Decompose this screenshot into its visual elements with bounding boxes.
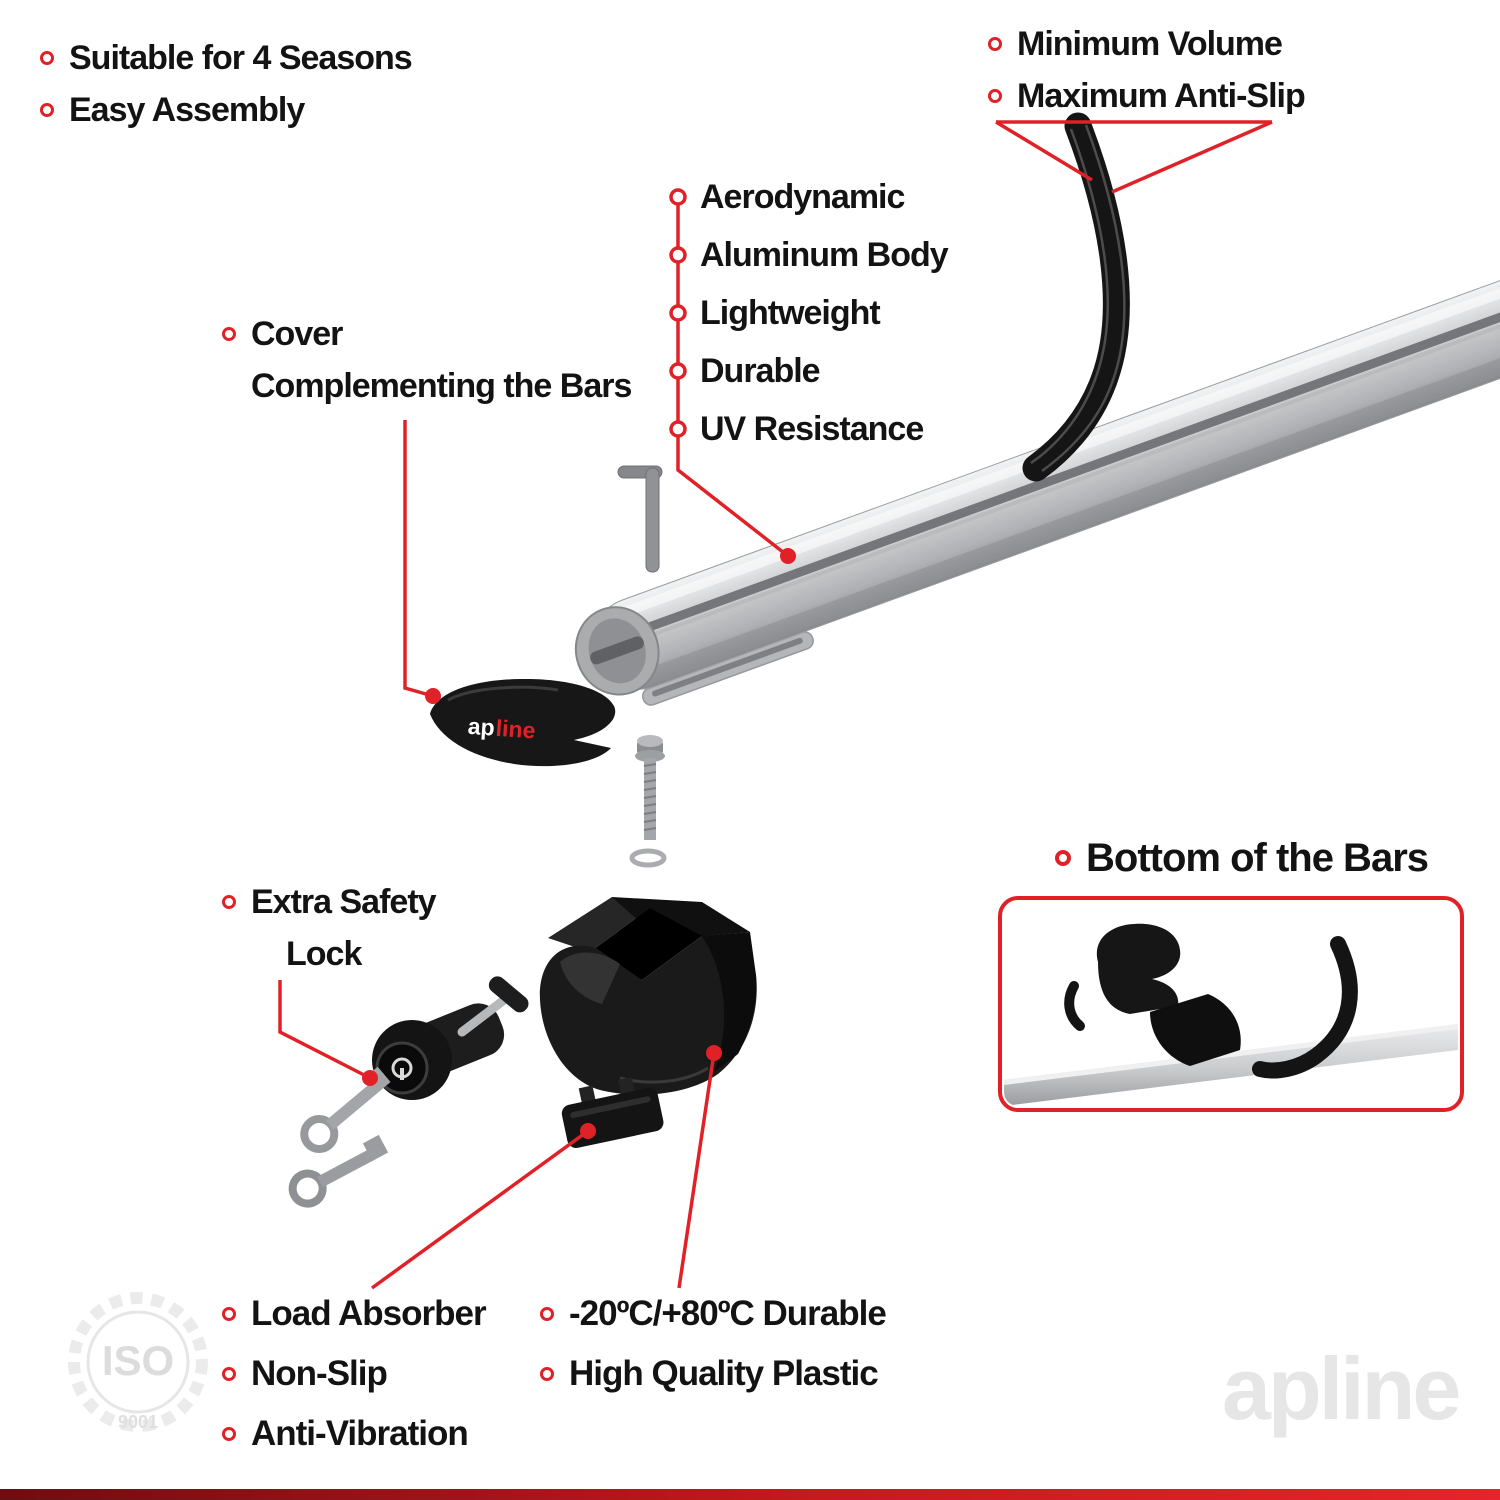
cover-logo-line: line [495, 715, 536, 744]
note-label: Lock [286, 935, 362, 973]
lock-note-line2: Lock [286, 932, 436, 976]
bullet-icon [222, 895, 236, 909]
note-label: Bottom of the Bars [1086, 836, 1429, 880]
feature-bullets [669, 188, 687, 438]
keys-icon [288, 1066, 391, 1208]
leader-lines [278, 120, 1273, 1290]
inset-strip-left [1064, 981, 1085, 1031]
lock-note-line1: Extra Safety [222, 880, 437, 924]
iso-9001-stamp: ISO 9001 [68, 1292, 208, 1432]
bar-lower-shade [620, 296, 1500, 691]
note-label: Load Absorber [251, 1294, 487, 1333]
bar-feature-list: Aerodynamic Aluminum Body Lightweight Du… [700, 168, 949, 458]
feature-item: Aerodynamic [700, 168, 948, 226]
bar-bottom-slot [652, 637, 803, 697]
bullet-icon [1055, 850, 1071, 866]
allen-key-icon [617, 465, 663, 573]
watermark-line: line [1318, 1339, 1462, 1438]
brand-watermark: apline [1222, 1338, 1462, 1440]
lock-handle [488, 976, 529, 1013]
bullet-icon [222, 1367, 236, 1381]
inset-clamp-hook [1150, 994, 1241, 1066]
note-minimum-volume: Minimum Volume [988, 22, 1305, 66]
note-label: Extra Safety [251, 883, 437, 921]
feature-item: Durable [700, 342, 948, 400]
bullet-icon [540, 1367, 554, 1381]
inset-bar-highlight [1004, 1024, 1458, 1085]
note-label: -20ºC/+80ºC Durable [569, 1294, 887, 1333]
bullet-icon [988, 37, 1002, 51]
inset-rubber-strip [1252, 936, 1358, 1079]
feature-label: UV Resistance [700, 409, 924, 448]
bottom-accent-strip [0, 1489, 1500, 1500]
note-label: Suitable for 4 Seasons [69, 39, 413, 77]
cover-note: Cover Complementing the Bars [222, 312, 632, 408]
bullet-icon [40, 51, 54, 65]
cover-note-line2: Complementing the Bars [251, 364, 632, 408]
mounting-foot [539, 897, 757, 1095]
safety-lock-note: Extra Safety Lock [222, 880, 437, 976]
feature-item: UV Resistance [700, 400, 948, 458]
note-four-seasons: Suitable for 4 Seasons [40, 36, 413, 80]
inset-clamp-head [1096, 923, 1181, 1014]
inset-bottom-of-bars [998, 896, 1464, 1112]
note-label: Complementing the Bars [251, 367, 632, 405]
note-maximum-antislip: Maximum Anti-Slip [988, 74, 1306, 118]
safety-lock [372, 976, 529, 1100]
note-non-slip: Non-Slip [222, 1352, 486, 1396]
note-label: Maximum Anti-Slip [1017, 77, 1306, 115]
bottom-left-notes: Load Absorber Non-Slip Anti-Vibration [222, 1292, 487, 1456]
bar-slot [626, 254, 1500, 639]
bolt-icon [635, 735, 665, 840]
bar-slot-edge [628, 263, 1500, 646]
note-anti-vibration: Anti-Vibration [222, 1412, 486, 1456]
bottom-mid-notes: -20ºC/+80ºC Durable High Quality Plastic [540, 1292, 887, 1396]
note-label: Non-Slip [251, 1354, 388, 1393]
feature-label: Lightweight [700, 293, 881, 332]
leader-dots [362, 548, 796, 1139]
top-right-notes: Minimum Volume Maximum Anti-Slip [988, 22, 1306, 118]
feature-item: Aluminum Body [700, 226, 949, 284]
iso-number-text: 9001 [118, 1412, 158, 1432]
aluminum-bar [574, 233, 1500, 706]
bar-end-cap-slot [590, 636, 644, 665]
bullet-icon [40, 103, 54, 117]
cover-logo-ap: ap [467, 713, 496, 741]
feature-item: Lightweight [700, 284, 948, 342]
bullet-icon [540, 1307, 554, 1321]
rubber-strip [1022, 112, 1130, 482]
feature-label: Durable [700, 351, 821, 390]
note-label: High Quality Plastic [569, 1354, 879, 1393]
bar-highlight [610, 233, 1500, 621]
note-label: Easy Assembly [69, 91, 305, 129]
note-temperature: -20ºC/+80ºC Durable [540, 1292, 887, 1336]
bullet-icon [988, 89, 1002, 103]
bottom-of-bars-title: Bottom of the Bars [1055, 833, 1429, 883]
note-label: Anti-Vibration [251, 1414, 469, 1453]
cover-piece: ap line [430, 678, 616, 767]
note-high-quality-plastic: High Quality Plastic [540, 1352, 886, 1396]
lock-pin [457, 995, 509, 1037]
bullet-icon [222, 327, 236, 341]
iso-text: ISO [102, 1337, 174, 1384]
cover-note-line1: Cover [222, 312, 631, 356]
bullet-icon [222, 1307, 236, 1321]
inset-bar [1004, 1024, 1458, 1106]
note-load-absorber: Load Absorber [222, 1292, 487, 1336]
watermark-ap: ap [1222, 1339, 1322, 1438]
feature-label: Aluminum Body [700, 235, 949, 274]
top-left-notes: Suitable for 4 Seasons Easy Assembly [40, 36, 413, 132]
bullet-icon [222, 1427, 236, 1441]
note-easy-assembly: Easy Assembly [40, 88, 412, 132]
feature-label: Aerodynamic [700, 177, 905, 216]
note-label: Cover [251, 315, 343, 353]
note-label: Minimum Volume [1017, 25, 1283, 63]
washer-icon [629, 848, 667, 868]
